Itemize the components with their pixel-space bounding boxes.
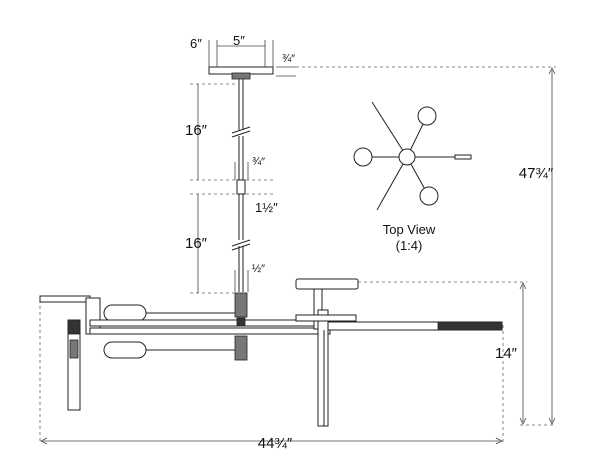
- overall-width-label: 44¾″: [258, 435, 293, 452]
- stem: [231, 79, 251, 292]
- canopy: [208, 40, 296, 80]
- stem-lower-label: 16″: [185, 235, 208, 252]
- coupler-lower-label: ½″: [252, 263, 265, 275]
- stem-dimension-guides: [190, 83, 275, 294]
- overall-height-guide: [296, 66, 556, 426]
- fixture-front-view: [39, 278, 503, 427]
- fixture-height-label: 14″: [495, 345, 518, 362]
- overall-width-guide: [39, 300, 504, 445]
- top-view-scale: (1:4): [396, 238, 423, 253]
- canopy-height-label: ¾″: [282, 53, 295, 65]
- stem-upper-label: 16″: [185, 122, 208, 139]
- top-view-title: Top View: [383, 222, 436, 237]
- top-view: [353, 101, 472, 211]
- coupler-upper-label: ¾″: [252, 156, 265, 168]
- fixture-height-guide: [358, 281, 527, 425]
- coupler-length-label: 1½″: [255, 200, 278, 215]
- overall-height-label: 47¾″: [519, 165, 554, 182]
- canopy-inner-label: 5″: [233, 33, 245, 48]
- canopy-width-label: 6″: [190, 36, 202, 51]
